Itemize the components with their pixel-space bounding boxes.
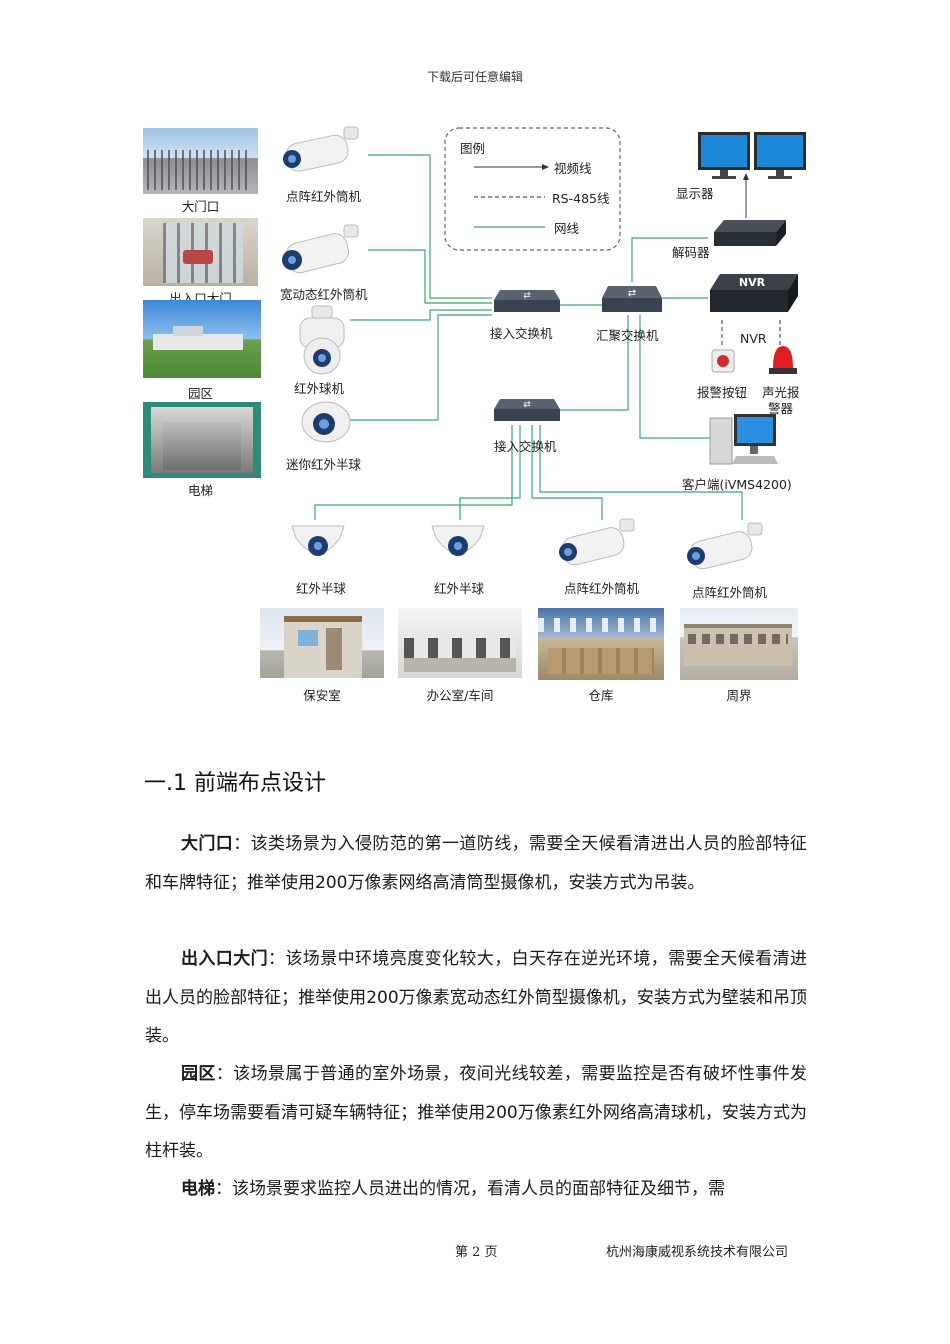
core-switch-label: 汇聚交换机 xyxy=(596,328,659,343)
scene-image-warehouse xyxy=(538,608,664,680)
legend-arrow-icon xyxy=(542,164,549,170)
scene-label-gate: 大门口 xyxy=(181,199,220,214)
access-switch-2-label: 接入交换机 xyxy=(494,439,557,454)
bullet-camera-icon-3 xyxy=(559,518,635,566)
legend-rs485-label: RS-485线 xyxy=(552,191,610,206)
mini-dome-camera-icon xyxy=(301,401,351,443)
video-arrow-icon xyxy=(743,173,749,180)
paragraph-park-text: ：该场景属于普通的室外场景，夜间光线较差，需要监控是否有破坏性事件发生，停车场需… xyxy=(145,1064,808,1161)
net-line-bottom-cam3 xyxy=(531,425,603,520)
net-line-cam1 xyxy=(368,154,492,299)
monitor-label: 显示器 xyxy=(676,186,714,201)
camera-label-wdr-bullet: 宽动态红外筒机 xyxy=(280,287,368,302)
paragraph-elevator: 电梯：该场景要求监控人员进出的情况，看清人员的面部特征及细节，需 xyxy=(145,1170,807,1209)
client-pc-icon xyxy=(709,414,778,465)
core-switch-icon: ⇄ xyxy=(602,286,662,312)
paragraph-gate-text: ：该类场景为入侵防范的第一道防线，需要全天候看清进出人员的脸部特征和车牌特征；推… xyxy=(145,834,808,893)
client-label: 客户端(iVMS4200) xyxy=(682,477,792,492)
net-line-bottom-cam2 xyxy=(459,425,521,520)
svg-text:⇄: ⇄ xyxy=(523,291,531,301)
dome-camera-icon-1 xyxy=(291,525,345,556)
monitor-icon xyxy=(698,132,806,179)
alarm-light-label-1: 声光报 xyxy=(762,385,800,400)
net-line-bottom-cam1 xyxy=(314,425,513,520)
scene-image-elevator xyxy=(143,402,261,478)
decoder-icon xyxy=(714,220,786,246)
scene-image-park xyxy=(143,300,261,378)
paragraph-gate: 大门口：该类场景为入侵防范的第一道防线，需要全天候看清进出人员的脸部特征和车牌特… xyxy=(145,825,807,902)
alarm-button-icon xyxy=(711,349,735,373)
scene-label-elevator: 电梯 xyxy=(187,483,213,498)
dome-camera-icon-2 xyxy=(431,525,485,556)
legend-title: 图例 xyxy=(460,141,486,156)
paragraph-elevator-lead: 电梯 xyxy=(181,1179,215,1199)
svg-text:⇄: ⇄ xyxy=(628,288,636,299)
svg-text:⇄: ⇄ xyxy=(523,400,531,410)
legend-box xyxy=(444,127,621,251)
scene-label-park: 园区 xyxy=(187,386,213,401)
scene-image-perimeter xyxy=(680,608,798,680)
scene-image-office xyxy=(398,608,522,678)
paragraph-park: 园区：该场景属于普通的室外场景，夜间光线较差，需要监控是否有破坏性事件发生，停车… xyxy=(145,1055,807,1171)
scene-image-gate xyxy=(143,128,258,194)
nvr-badge-text: NVR xyxy=(739,276,766,289)
paragraph-entrance: 出入口大门：该场景中环境亮度变化较大，白天存在逆光环境，需要全天候看清进出人员的… xyxy=(145,940,807,1056)
bottom-camera-label-4: 点阵红外筒机 xyxy=(692,585,768,600)
alarm-button-label: 报警按钮 xyxy=(697,385,748,400)
paragraph-entrance-lead: 出入口大门 xyxy=(181,949,268,969)
scene-label-perimeter: 周界 xyxy=(726,688,752,703)
topology-lines xyxy=(314,127,781,520)
ptz-dome-camera-icon xyxy=(299,305,345,375)
paragraph-elevator-text: ：该场景要求监控人员进出的情况，看清人员的面部特征及细节，需 xyxy=(215,1179,725,1199)
camera-label-mini-dome: 迷你红外半球 xyxy=(286,457,362,472)
bullet-camera-icon-4 xyxy=(687,522,763,570)
scene-label-warehouse: 仓库 xyxy=(588,688,614,703)
legend-video-label: 视频线 xyxy=(554,161,592,176)
bullet-camera-icon xyxy=(283,126,359,172)
legend-network-label: 网线 xyxy=(554,221,580,236)
section-title: 一.1 前端布点设计 xyxy=(144,771,326,796)
paragraph-gate-lead: 大门口 xyxy=(181,834,234,854)
nvr-label: NVR xyxy=(740,331,767,346)
nvr-icon: NVR xyxy=(710,274,798,312)
access-switch-icon: ⇄ xyxy=(494,290,560,312)
access-switch-2-icon: ⇄ xyxy=(494,399,560,421)
page-header: 下载后可任意编辑 xyxy=(426,70,523,84)
bottom-camera-label-3: 点阵红外筒机 xyxy=(564,581,640,596)
company-name: 杭州海康威视系统技术有限公司 xyxy=(606,1245,789,1260)
camera-label-ptz: 红外球机 xyxy=(294,381,345,396)
wdr-bullet-camera-icon xyxy=(282,224,359,274)
net-line-core-decoder xyxy=(631,237,708,282)
net-line-core-access2 xyxy=(560,315,629,411)
scene-image-entrance xyxy=(143,218,258,286)
surveillance-topology-diagram: 大门口 出入口大门 园区 电梯 点阵红外筒机 宽动态红外筒机 红外球机 迷你红外… xyxy=(140,120,820,720)
paragraph-entrance-text: ：该场景中环境亮度变化较大，白天存在逆光环境，需要全天候看清进出人员的脸部特征；… xyxy=(145,949,807,1046)
decoder-label: 解码器 xyxy=(672,245,710,260)
net-line-cam4 xyxy=(350,314,492,421)
scene-label-guardroom: 保安室 xyxy=(303,688,341,703)
bottom-camera-label-2: 红外半球 xyxy=(434,581,485,596)
paragraph-park-lead: 园区 xyxy=(181,1064,216,1084)
net-line-cam3 xyxy=(350,309,492,321)
camera-label-dot-bullet: 点阵红外筒机 xyxy=(286,189,362,204)
bottom-camera-label-1: 红外半球 xyxy=(296,581,347,596)
net-line-cam2 xyxy=(368,249,492,304)
scene-image-guardroom xyxy=(260,608,384,678)
page-number: 第 2 页 xyxy=(455,1245,498,1260)
alarm-light-label-2: 警器 xyxy=(768,401,794,416)
net-line-bottom-cam4 xyxy=(539,425,743,520)
access-switch-label: 接入交换机 xyxy=(490,326,553,341)
scene-label-office: 办公室/车间 xyxy=(426,688,494,703)
alarm-light-icon xyxy=(769,346,797,374)
net-line-core-client xyxy=(639,315,710,439)
